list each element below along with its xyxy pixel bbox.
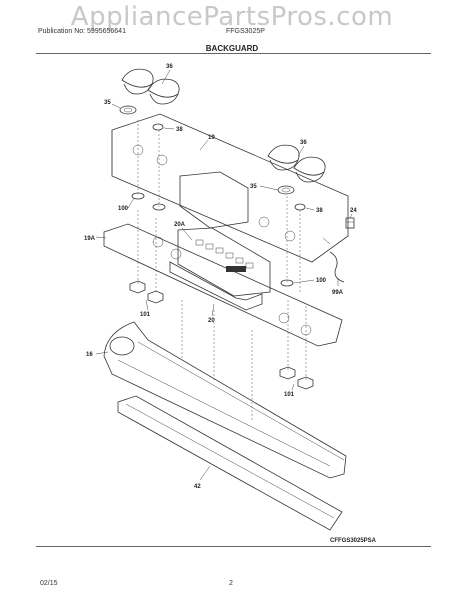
callout-label: 19A [84, 236, 96, 242]
alignment-lines [137, 120, 307, 420]
retaining-clip-left [131, 192, 166, 211]
callout-label: 36 [300, 140, 307, 146]
callout-label: 101 [140, 312, 151, 318]
nut-pair-right [279, 366, 314, 390]
callout-label: 100 [316, 278, 327, 284]
control-panel-backguard [111, 113, 349, 263]
callout-label: 20A [174, 222, 186, 228]
knob-left-pair [121, 68, 180, 105]
knob-clip-left [152, 123, 164, 131]
callout-labels: 36 35 38 19 36 35 38 100 20A 24 19A 100 … [84, 64, 357, 490]
rear-cover [117, 395, 343, 531]
callout-label: 35 [104, 100, 111, 106]
knob-right-pair [267, 144, 326, 183]
callout-label: 35 [250, 184, 257, 190]
callout-label: 19 [208, 135, 215, 141]
callout-label: 38 [316, 208, 323, 214]
control-bracket [169, 261, 263, 311]
leader-lines [95, 69, 353, 481]
switch [345, 217, 355, 229]
knob-clip-right [294, 203, 306, 211]
section-title: BACKGUARD [205, 44, 259, 53]
wire-harness [329, 251, 345, 283]
footer-rule [36, 546, 431, 547]
bezel-ring-left [119, 105, 137, 115]
nut-pair-left [129, 280, 164, 304]
callout-label: 20 [208, 318, 215, 324]
callout-label: 42 [194, 484, 201, 490]
publication-number: Publication No: 5995656641 [38, 28, 126, 35]
rear-control-panel [103, 223, 343, 347]
page-number: 2 [229, 580, 233, 587]
model-number: FFGS3025P [226, 28, 265, 35]
callout-label: 100 [118, 206, 129, 212]
callout-label: 38 [176, 127, 183, 133]
diagram-code: CFFGS3025PSA [330, 538, 377, 544]
callout-label: 36 [166, 64, 173, 70]
backguard-frame [103, 321, 347, 479]
bezel-ring-right [277, 185, 295, 195]
watermark: AppliancePartsPros.com [70, 2, 394, 32]
electronic-oven-control [177, 227, 271, 297]
header-rule [36, 53, 431, 54]
footer-date: 02/15 [40, 580, 58, 587]
callout-label: 99A [332, 290, 344, 296]
callout-label: 16 [86, 352, 93, 358]
callout-label: 101 [284, 392, 295, 398]
callout-label: 24 [350, 208, 357, 214]
